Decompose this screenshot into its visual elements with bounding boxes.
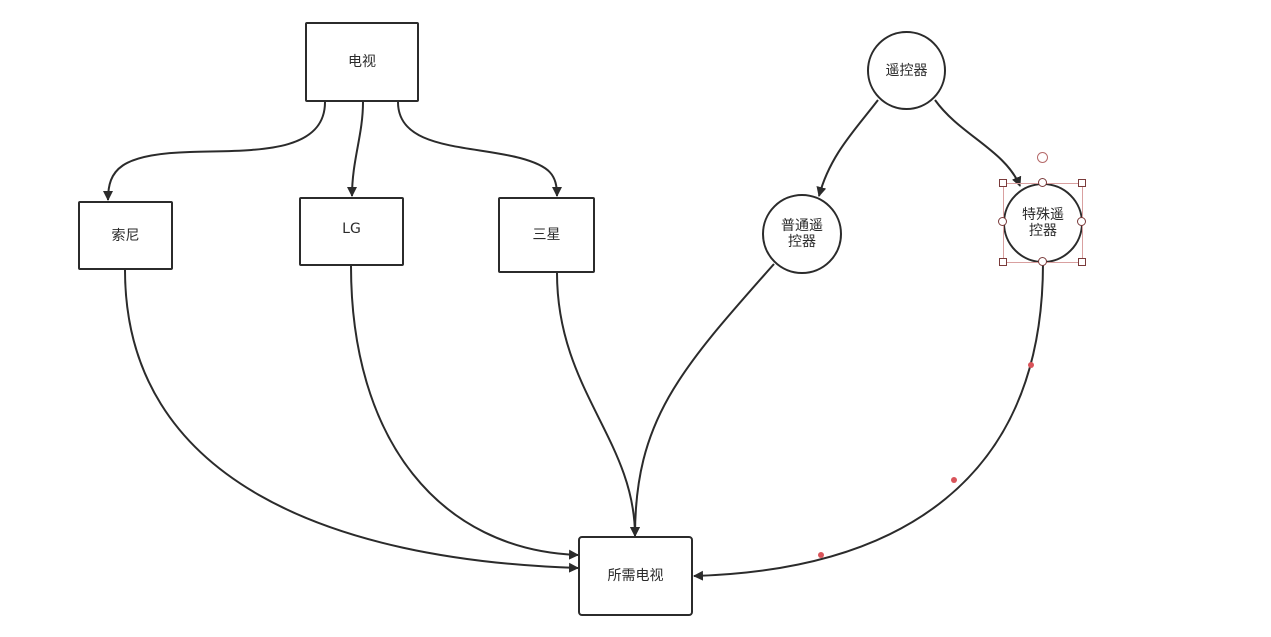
node-label-line2: 控器: [1029, 223, 1057, 239]
resize-handle-se[interactable]: [1078, 258, 1086, 266]
node-label-line1: 普通遥: [781, 218, 823, 234]
edge-normal-target[interactable]: [630, 263, 775, 537]
node-label-line2: 控器: [788, 234, 816, 250]
node-label: 所需电视: [607, 568, 664, 584]
edge-samsung-target[interactable]: [556, 272, 640, 537]
node-normal-remote[interactable]: 普通遥 控器: [762, 194, 842, 274]
edge-tv-lg[interactable]: [347, 101, 364, 197]
connect-point-bottom[interactable]: [1038, 257, 1047, 266]
edge-remote-special[interactable]: [934, 99, 1022, 187]
node-sony[interactable]: 索尼: [78, 201, 173, 270]
edge-sony-target[interactable]: [124, 269, 579, 573]
node-lg[interactable]: LG: [299, 197, 404, 266]
node-samsung[interactable]: 三星: [498, 197, 595, 273]
connect-point-left[interactable]: [998, 217, 1007, 226]
node-target-tv[interactable]: 所需电视: [578, 536, 693, 616]
resize-handle-nw[interactable]: [999, 179, 1007, 187]
node-label: 电视: [348, 54, 376, 70]
edge-waypoint[interactable]: [818, 552, 824, 558]
node-label: 遥控器: [885, 62, 928, 79]
node-label: LG: [342, 220, 361, 237]
connect-point-top[interactable]: [1038, 178, 1047, 187]
node-label: 索尼: [111, 227, 140, 244]
rotate-handle[interactable]: [1037, 152, 1048, 163]
edge-special-target[interactable]: [693, 262, 1044, 581]
node-label-line1: 特殊遥: [1022, 207, 1064, 223]
resize-handle-sw[interactable]: [999, 258, 1007, 266]
edge-waypoint[interactable]: [951, 477, 957, 483]
edge-waypoint[interactable]: [1028, 362, 1034, 368]
resize-handle-ne[interactable]: [1078, 179, 1086, 187]
connect-point-right[interactable]: [1077, 217, 1086, 226]
edge-tv-sony[interactable]: [103, 101, 326, 201]
edge-remote-normal[interactable]: [816, 99, 879, 197]
edge-tv-samsung[interactable]: [397, 101, 562, 197]
node-special-remote[interactable]: 特殊遥 控器: [1003, 183, 1083, 263]
edge-lg-target[interactable]: [350, 265, 579, 560]
node-tv[interactable]: 电视: [305, 22, 419, 102]
node-remote[interactable]: 遥控器: [867, 31, 946, 110]
node-label: 三星: [532, 227, 561, 243]
